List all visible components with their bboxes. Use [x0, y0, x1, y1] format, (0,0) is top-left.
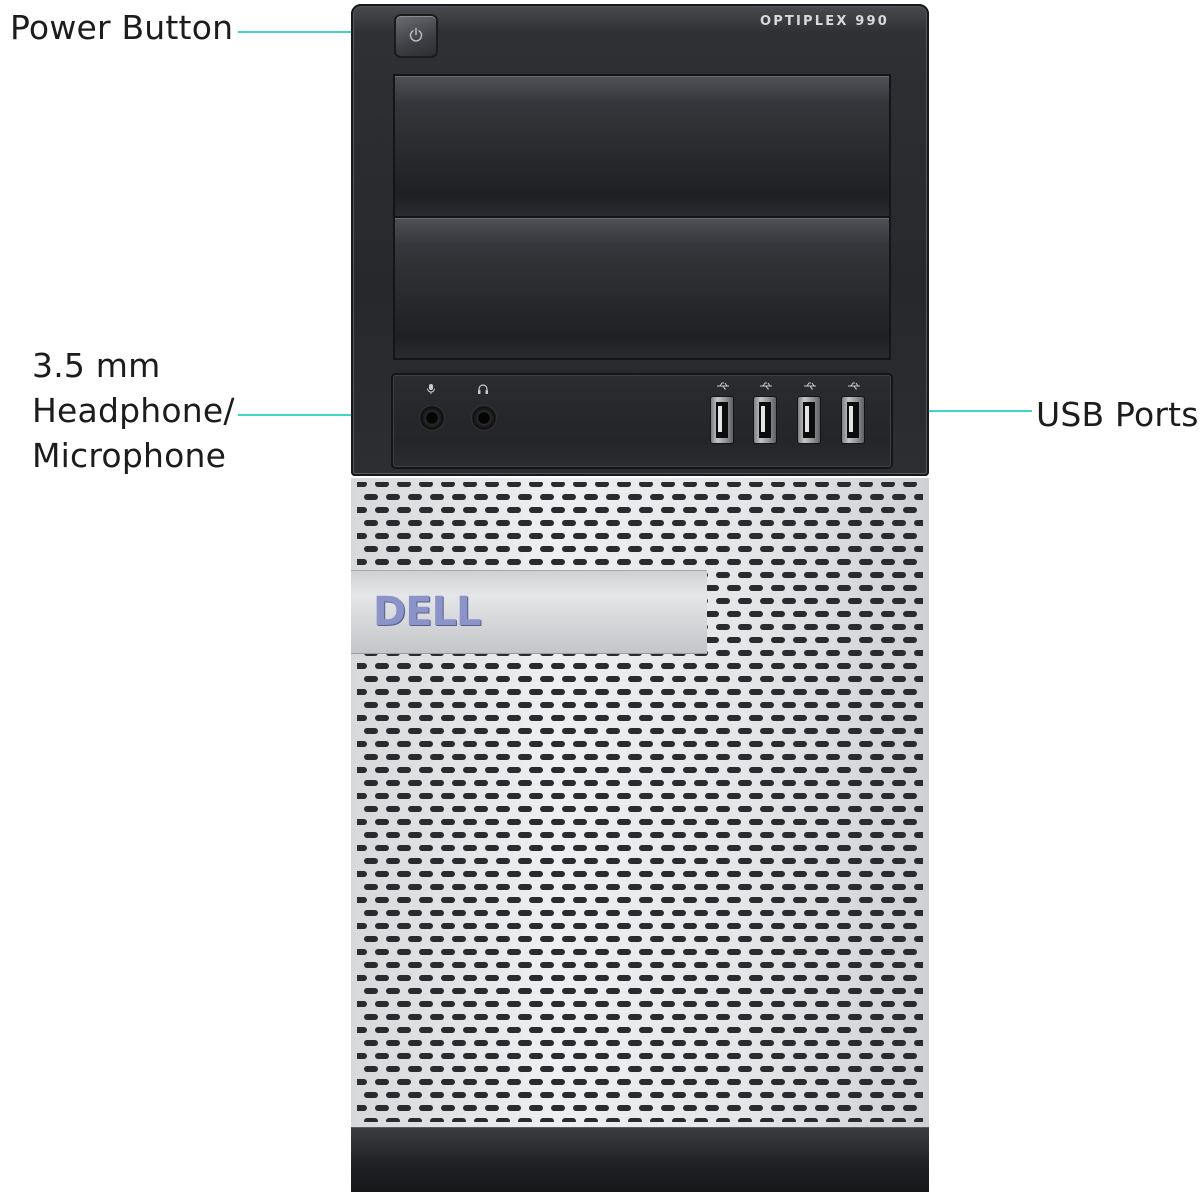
usb-port-4[interactable] [842, 397, 864, 443]
power-icon [409, 27, 423, 42]
usb-port-2[interactable] [754, 397, 776, 443]
audio-jack-label-line-2: Headphone/ [32, 391, 235, 430]
usb-ports-leader-line [886, 410, 1032, 412]
power-button[interactable] [396, 16, 436, 56]
usb-icon [717, 382, 729, 390]
headphone-jack[interactable] [471, 405, 497, 431]
usb-ports-label: USB Ports [1036, 395, 1199, 434]
usb-port-1[interactable] [711, 397, 733, 443]
usb-icon [848, 382, 860, 390]
usb-port-3[interactable] [798, 397, 820, 443]
brand-nameplate: DELL [351, 571, 707, 653]
audio-jack-leader-line [238, 414, 400, 416]
drive-bay-upper [395, 76, 889, 216]
tower-base [351, 1128, 929, 1192]
front-bezel: OPTIPLEX 990 [351, 4, 929, 476]
dell-logo: DELL [373, 589, 482, 635]
power-button-leader-line [238, 31, 383, 33]
audio-jack-label-line-3: Microphone [32, 436, 227, 475]
usb-icon [804, 382, 816, 390]
drive-bay-lower [395, 218, 889, 358]
power-button-label: Power Button [10, 8, 234, 47]
model-name: OPTIPLEX 990 [759, 14, 889, 29]
front-io-panel [393, 375, 891, 467]
headphone-icon [478, 384, 488, 394]
audio-jack-label-line-1: 3.5 mm [32, 346, 161, 385]
usb-icon [760, 382, 772, 390]
computer-tower: OPTIPLEX 990 [350, 0, 930, 1200]
microphone-jack[interactable] [419, 405, 445, 431]
microphone-icon [427, 384, 435, 394]
